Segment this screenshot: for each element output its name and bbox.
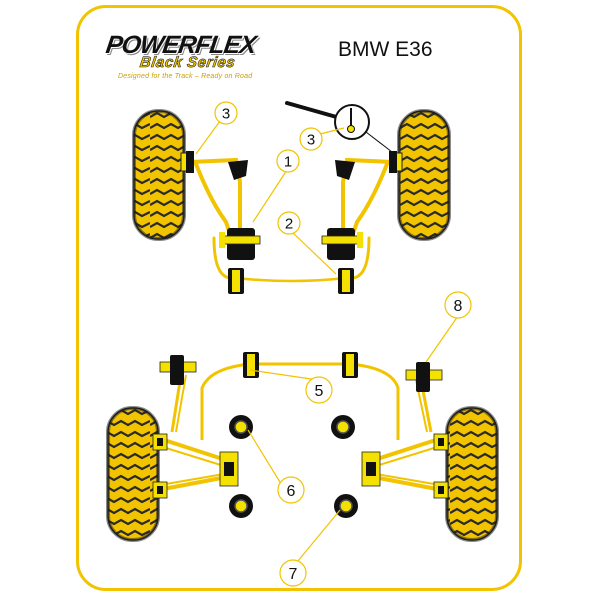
rear-anti-roll-bar <box>200 362 400 440</box>
front-left-hub-bush <box>180 151 194 173</box>
subframe-bush-front-left <box>229 415 253 439</box>
front-left-tyre <box>132 109 186 241</box>
subframe-bush-rear-left <box>229 494 253 518</box>
brand-tagline: Designed for the Track – Ready on Road <box>118 73 253 80</box>
front-left-knuckle <box>228 160 248 180</box>
subframe-bush-front-right <box>331 415 355 439</box>
front-right-arb-bush <box>338 268 354 294</box>
rear-left-arb-bush <box>243 352 259 378</box>
callout-5: 5 <box>305 376 333 404</box>
callout-3-right: 3 <box>299 127 323 151</box>
rear-left-hub-bushes <box>152 433 168 499</box>
svg-text:3: 3 <box>307 132 315 149</box>
page-title: BMW E36 <box>338 38 433 61</box>
front-right-arb-link <box>357 232 363 248</box>
front-left-control-arm <box>188 157 242 280</box>
svg-text:7: 7 <box>289 566 298 583</box>
callout-8: 8 <box>444 291 472 319</box>
svg-text:8: 8 <box>454 298 463 315</box>
rear-left-tyre <box>106 406 160 542</box>
front-right-tyre <box>397 109 451 241</box>
rear-right-tyre <box>445 406 499 542</box>
svg-text:5: 5 <box>315 383 324 400</box>
rear-left-inner-bush <box>219 451 239 487</box>
rear-right-hub-bushes <box>433 433 449 499</box>
rear-right-arb-bush <box>342 352 358 378</box>
callout-1: 1 <box>276 149 300 173</box>
svg-text:6: 6 <box>287 483 296 500</box>
front-right-control-arm <box>341 157 395 280</box>
front-right-hub-bush <box>389 151 403 173</box>
callout-3-left: 3 <box>214 101 238 125</box>
rear-right-inner-bush <box>361 451 381 487</box>
svg-text:1: 1 <box>284 154 292 171</box>
rear-right-drop-link <box>405 362 443 433</box>
front-right-knuckle <box>335 160 355 180</box>
magnifier-icon <box>285 101 393 153</box>
callout-7: 7 <box>279 559 307 587</box>
subframe-bush-rear-right <box>334 494 358 518</box>
callout-2: 2 <box>277 211 301 235</box>
front-left-arb-bush <box>228 268 244 294</box>
front-left-arb-link <box>219 232 225 248</box>
leader-lines <box>195 120 459 568</box>
front-right-wishbone-bush <box>321 228 361 260</box>
front-left-wishbone-bush <box>221 228 261 260</box>
diagram-frame <box>76 5 522 591</box>
brand-series: Black Series <box>138 54 237 72</box>
svg-text:3: 3 <box>222 106 230 123</box>
callout-6: 6 <box>277 476 305 504</box>
svg-text:2: 2 <box>285 216 293 233</box>
front-anti-roll-bar <box>235 276 347 283</box>
rear-left-drop-link <box>159 355 197 433</box>
